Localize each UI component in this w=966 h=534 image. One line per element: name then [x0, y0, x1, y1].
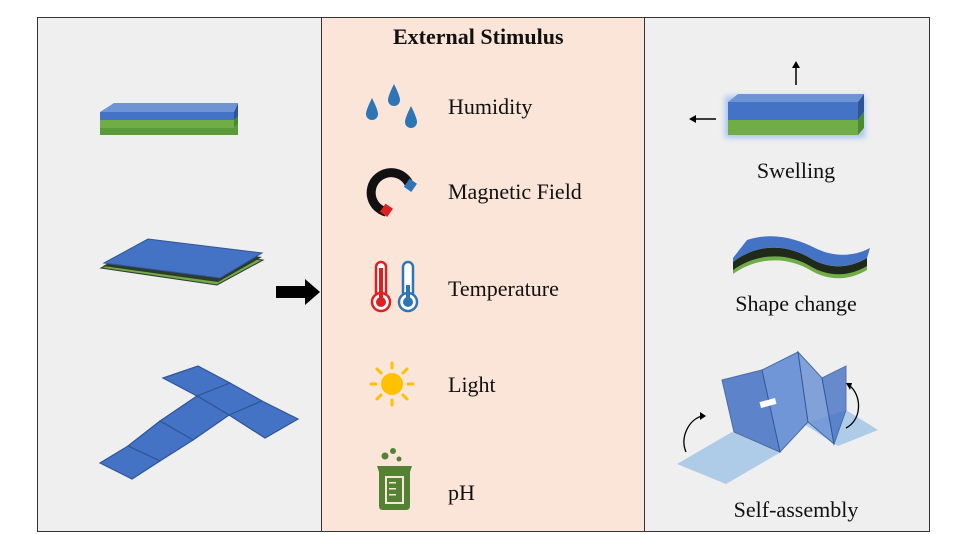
self-assembly-figure: [677, 350, 878, 484]
magnet-icon: [366, 168, 417, 217]
water-drops-icon: [366, 84, 417, 128]
bilayer-slab: [100, 103, 238, 135]
rotate-arrow-icon: [683, 412, 706, 453]
center-title: External Stimulus: [393, 24, 564, 49]
stimulus-label-ph: pH: [448, 480, 475, 505]
response-label-shape-change: Shape change: [735, 291, 857, 316]
thermometers-icon: [370, 260, 419, 313]
arrow-left-icon: [689, 115, 716, 123]
beaker-icon: [377, 448, 412, 510]
t-shaped-net: [98, 365, 300, 480]
response-label-swelling: Swelling: [756, 158, 836, 183]
stimulus-label-temperature: Temperature: [448, 276, 559, 301]
swelling-slab: [725, 94, 865, 138]
stimulus-label-humidity: Humidity: [448, 94, 533, 119]
arrow-up-icon: [792, 61, 800, 85]
stimulus-label-light: Light: [448, 372, 496, 397]
sun-icon: [369, 361, 415, 407]
stacked-sheets: [99, 238, 265, 286]
stimulus-label-magnetic-field: Magnetic Field: [448, 179, 582, 204]
wavy-bilayer: [733, 236, 870, 279]
rotate-arrow-icon: [845, 383, 860, 429]
response-label-self-assembly: Self-assembly: [733, 497, 859, 522]
right-arrow-icon: [276, 279, 320, 305]
